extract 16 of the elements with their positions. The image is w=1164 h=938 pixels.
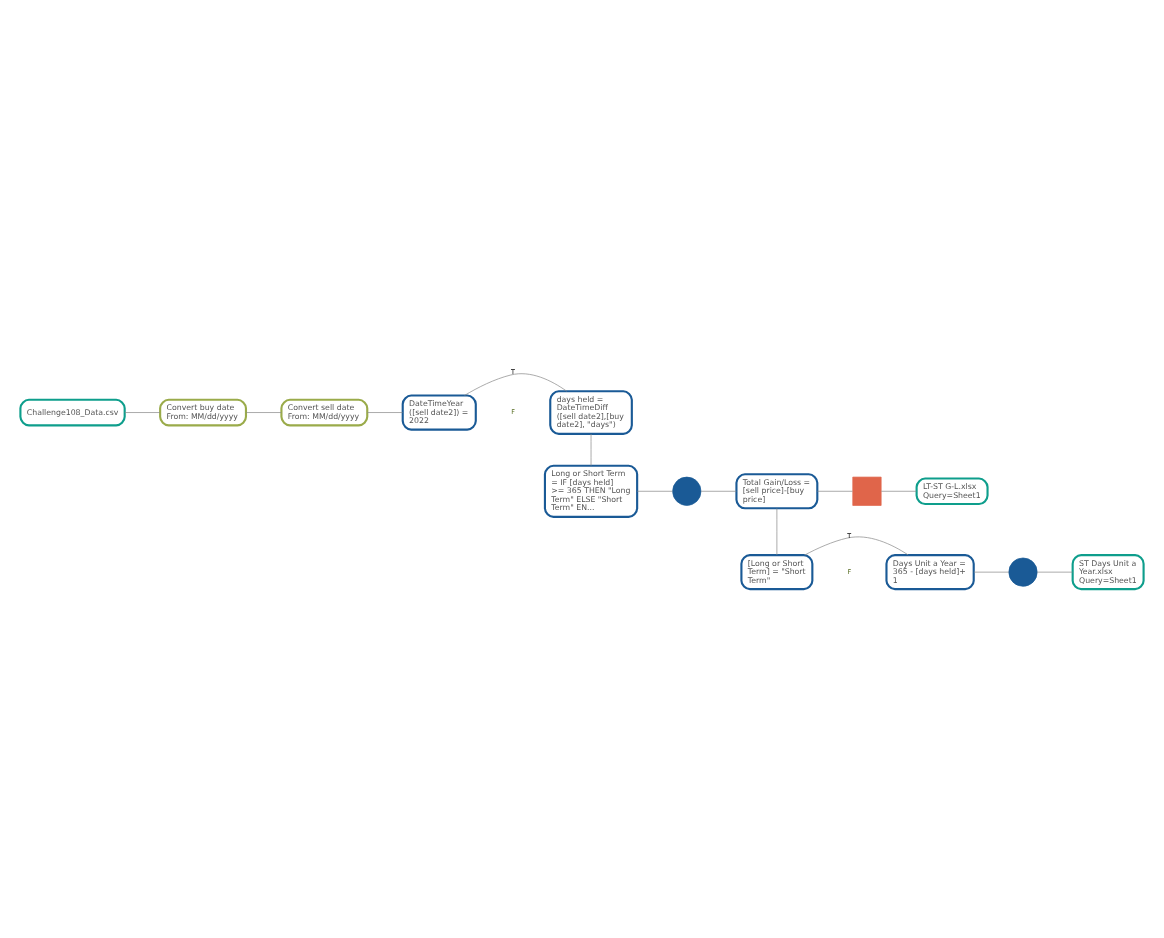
node-circle <box>672 475 702 505</box>
connector <box>804 535 909 555</box>
connector <box>367 411 403 412</box>
connector <box>124 411 161 412</box>
connector <box>880 489 917 491</box>
connector <box>590 432 592 466</box>
connector <box>464 372 568 395</box>
connector <box>636 489 673 491</box>
connector <box>700 489 737 491</box>
connector <box>776 507 778 555</box>
connector <box>817 489 853 491</box>
connector <box>973 570 1010 572</box>
node-circle <box>1008 556 1038 586</box>
connector <box>245 411 282 412</box>
connector <box>1036 570 1073 572</box>
node-box <box>852 475 882 505</box>
